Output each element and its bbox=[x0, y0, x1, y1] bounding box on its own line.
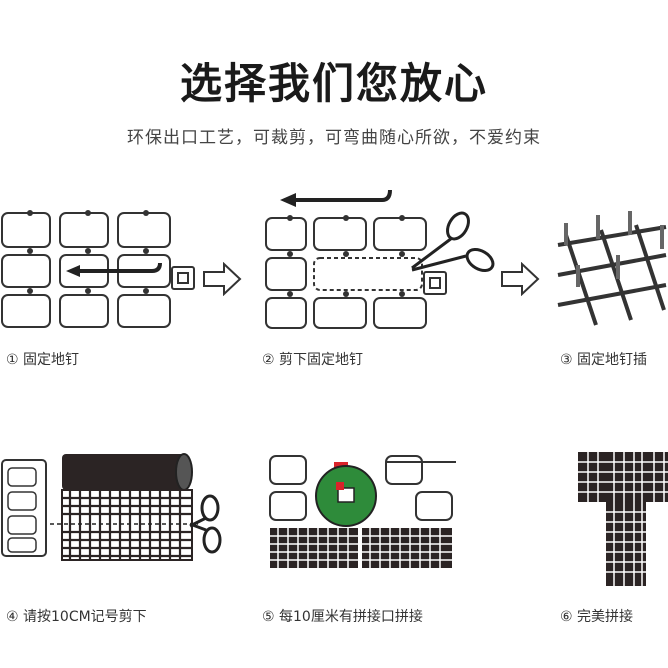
step-4-caption: ④ 请按10CM记号剪下 bbox=[6, 609, 147, 625]
step-3-caption: ③ 固定地钉插 bbox=[560, 352, 648, 368]
step-3-illustration bbox=[556, 205, 668, 330]
arrow-right-icon bbox=[202, 262, 242, 296]
page-title: 选择我们您放心 bbox=[179, 59, 488, 108]
scissors-icon bbox=[411, 211, 495, 272]
step-1-caption: ① 固定地钉 bbox=[6, 352, 80, 368]
scissors-icon bbox=[189, 494, 222, 554]
step-1-illustration bbox=[0, 205, 200, 330]
arrow-right-icon bbox=[500, 262, 540, 296]
step-5-illustration bbox=[266, 452, 460, 568]
step-6-illustration bbox=[576, 450, 668, 590]
step-6-caption: ⑥ 完美拼接 bbox=[560, 609, 634, 625]
step-4-illustration bbox=[0, 448, 230, 563]
step-5-caption: ⑤ 每10厘米有拼接口拼接 bbox=[262, 609, 423, 625]
step-2-illustration bbox=[262, 188, 497, 330]
page-subtitle: 环保出口工艺，可裁剪，可弯曲随心所欲，不爱约束 bbox=[127, 128, 541, 148]
step-2-caption: ② 剪下固定地钉 bbox=[262, 352, 364, 368]
